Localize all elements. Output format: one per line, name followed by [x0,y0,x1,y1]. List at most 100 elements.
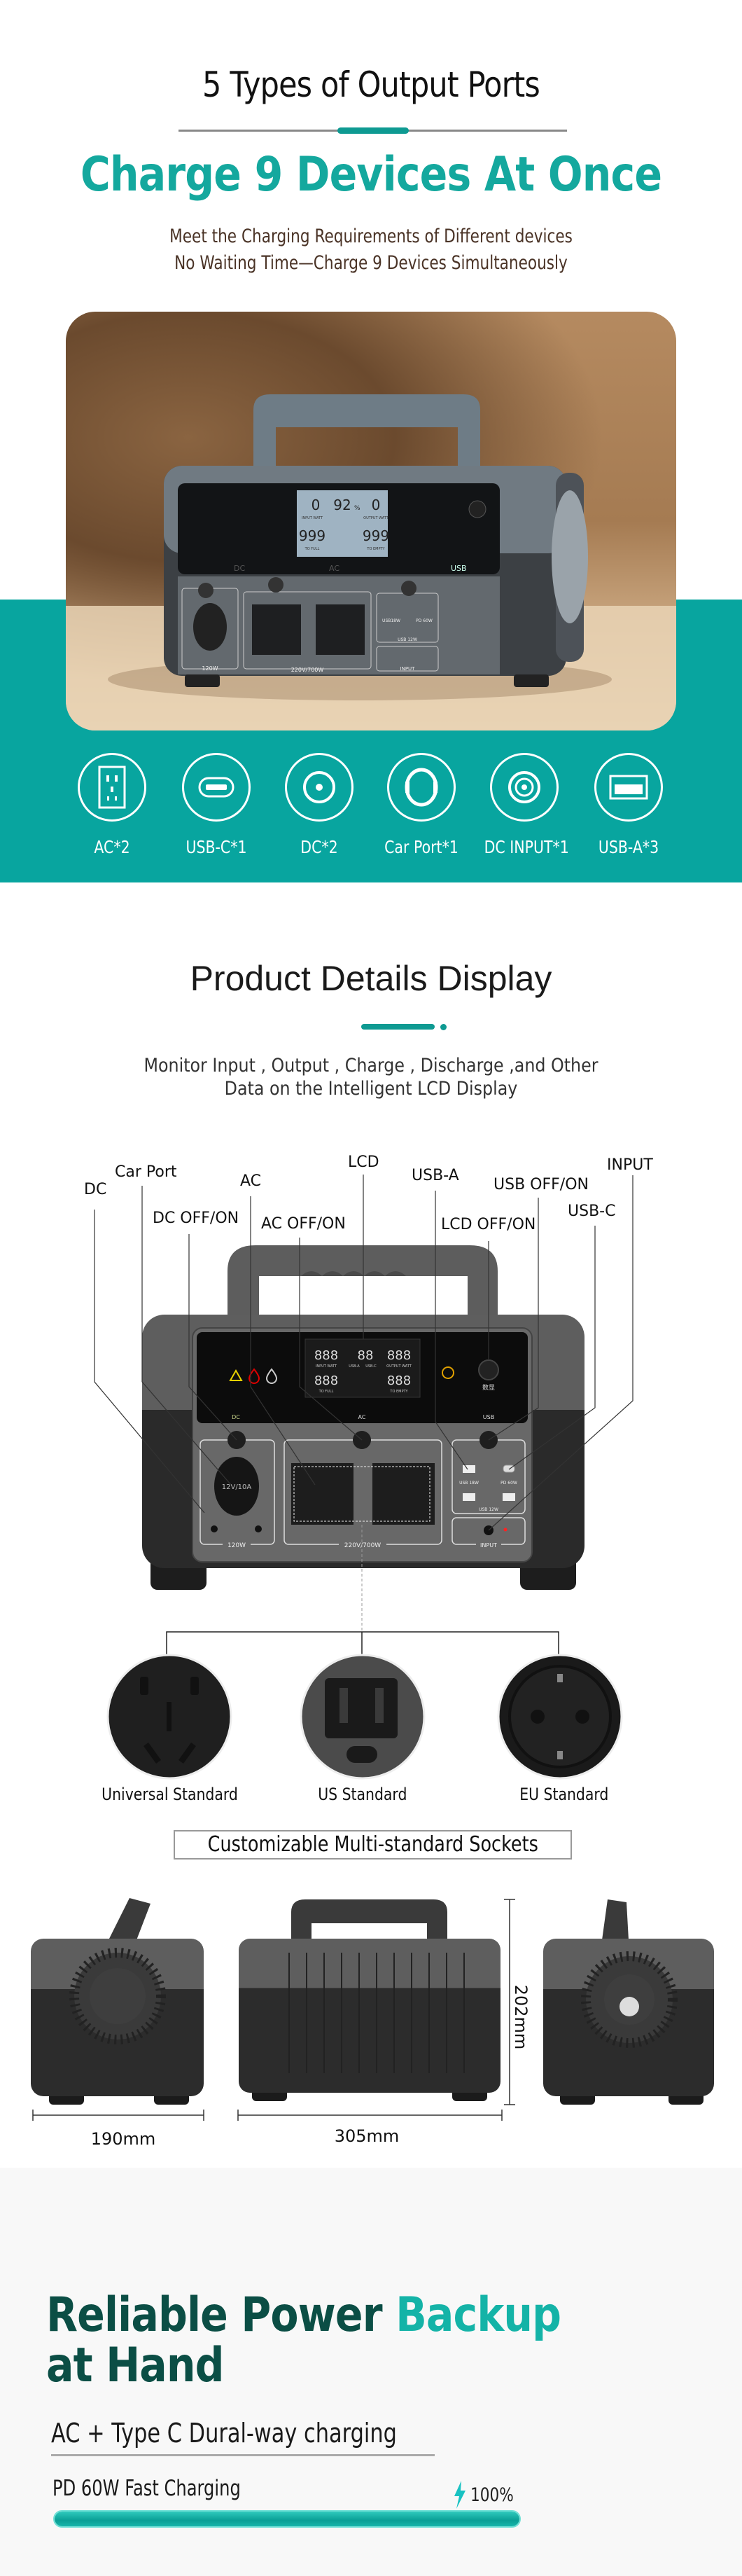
lcd-label: USB-C [365,1364,377,1369]
lcd-label: TO EMPTY [389,1390,408,1394]
socket-label-eu: EU Standard [473,1785,655,1804]
lcd-label: INPUT WATT [316,1364,337,1369]
photo-lcd-output-watt: 0 [372,497,381,513]
photo-lcd-battery-unit: % [354,505,360,512]
callout-input: INPUT [607,1156,653,1174]
lightning-icon [454,2481,465,2509]
socket-label-text: US Standard [318,1785,407,1804]
car-port-icon [387,753,456,822]
product-diagram: 888 88 888 INPUT WATT USB-A USB-C OUTPUT… [84,1154,653,1780]
details-description-line-2: Data on the Intelligent LCD Display [224,1078,518,1100]
charge-label: PD 60W Fast Charging [52,2476,241,2501]
callout-car-port: Car Port [115,1163,177,1181]
socket-label-us: US Standard [272,1785,454,1804]
diagram-handle [227,1245,498,1315]
callout-usb-c: USB-C [568,1203,615,1220]
photo-power-button [468,500,486,518]
usb18-rating: USB 18W [459,1481,479,1486]
photo-handle [253,394,480,466]
socket-label-universal: Universal Standard [78,1785,260,1804]
diagram-lcd [304,1338,421,1398]
usb-a-port [503,1493,515,1501]
port-item-dc: DC*2 [270,753,368,857]
photo-dc-rating: 120W [202,665,218,672]
backup-section [0,2168,742,2576]
port-label: DC*2 [300,837,338,857]
details-divider-dot [440,1024,447,1030]
port-item-usb-a: USB-A*3 [580,753,678,857]
port-label: Car Port*1 [384,837,458,857]
backup-title: Reliable Power Backup at Hand [46,2290,561,2391]
callout-ac: AC [240,1172,261,1190]
light-icon [442,1366,454,1379]
photo-lcd-to-empty: 999 [363,527,389,544]
lcd-digits: 88 [358,1348,374,1363]
fan-indicator-icon [265,1368,278,1384]
usb-c-icon [182,753,251,822]
lcd-label: OUTPUT WATT [386,1364,412,1369]
width-label: 305mm [335,2126,400,2146]
backup-title-teal: Backup [396,2287,561,2343]
ac-outlet-icon [78,753,146,822]
photo-lcd-label: OUTPUT WATT [363,516,389,520]
dimensions-diagram: 190mm 305mm 202mm [31,1898,714,2149]
photo-ac-label: AC [329,564,340,573]
headline: Charge 9 Devices At Once [80,147,662,202]
lcd-digits: 888 [314,1373,338,1388]
port-item-ac: AC*2 [63,753,161,857]
port-item-dc-input: DC INPUT*1 [475,753,573,857]
port-item-car-port: Car Port*1 [372,753,470,857]
callout-usb-off-on: USB OFF/ON [493,1176,589,1193]
photo-lcd-battery: 92 [333,497,351,513]
ac-rating: 220V/700W [344,1542,382,1549]
photo-lcd-label: INPUT WATT [302,516,323,520]
details-divider-accent [361,1024,435,1030]
callout-ac-off-on: AC OFF/ON [261,1215,346,1233]
details-description-line-1: Monitor Input , Output , Charge , Discha… [144,1055,598,1076]
section-title-output-ports: 5 Types of Output Ports [202,64,540,105]
dc-input-icon [490,753,559,822]
photo-ac-rating: 220V/700W [291,667,324,673]
depth-label: 190mm [91,2129,156,2149]
lcd-label: TO FULL [318,1390,334,1394]
lcd-label: USB-A [349,1364,360,1369]
socket-label-text: Universal Standard [101,1785,238,1804]
car-port-socket [214,1457,259,1516]
height-label: 202mm [511,1985,531,2050]
port-label: USB-A*3 [598,837,659,857]
photo-input-rating: INPUT [400,666,416,672]
universal-socket-image [106,1654,232,1780]
side-view-right [543,1899,714,2105]
backup-title-line2: at Hand [46,2338,225,2393]
charge-progress-bar [53,2510,521,2528]
front-view [239,1899,500,2101]
panel-usb-label: USB [483,1414,494,1420]
callout-lcd-off-on: LCD OFF/ON [441,1216,536,1233]
photo-lcd-to-full: 999 [299,527,326,544]
callout-dc-off-on: DC OFF/ON [153,1210,239,1227]
port-label: DC INPUT*1 [484,837,569,857]
ac-socket [372,1463,435,1525]
lcd-digits: 888 [314,1348,338,1363]
socket-label-text: EU Standard [519,1785,609,1804]
port-item-usb-c: USB-C*1 [167,753,265,857]
sockets-caption: Customizable Multi-standard Sockets [174,1830,572,1860]
section-title-product-details: Product Details Display [190,959,552,998]
dc-port-icon [285,753,354,822]
sockets-caption-text: Customizable Multi-standard Sockets [207,1832,538,1857]
input-rating: INPUT [480,1542,497,1549]
us-socket-image [300,1654,426,1780]
lcd-power-button [478,1359,499,1380]
warning-icon [229,1369,243,1381]
power-button-caption: 数显 [482,1383,495,1392]
lcd-digits: 888 [387,1373,411,1388]
photo-usb12-rating: USB 12W [398,637,417,642]
panel-dc-label: DC [232,1414,240,1420]
charge-percent: 100% [470,2484,514,2506]
photo-usb18-rating: USB18W [382,618,400,623]
port-label: USB-C*1 [186,837,247,857]
callout-dc: DC [84,1181,106,1198]
lcd-digits: 888 [387,1348,411,1363]
photo-lcd [297,490,388,557]
dc-rating: 120W [227,1542,246,1549]
